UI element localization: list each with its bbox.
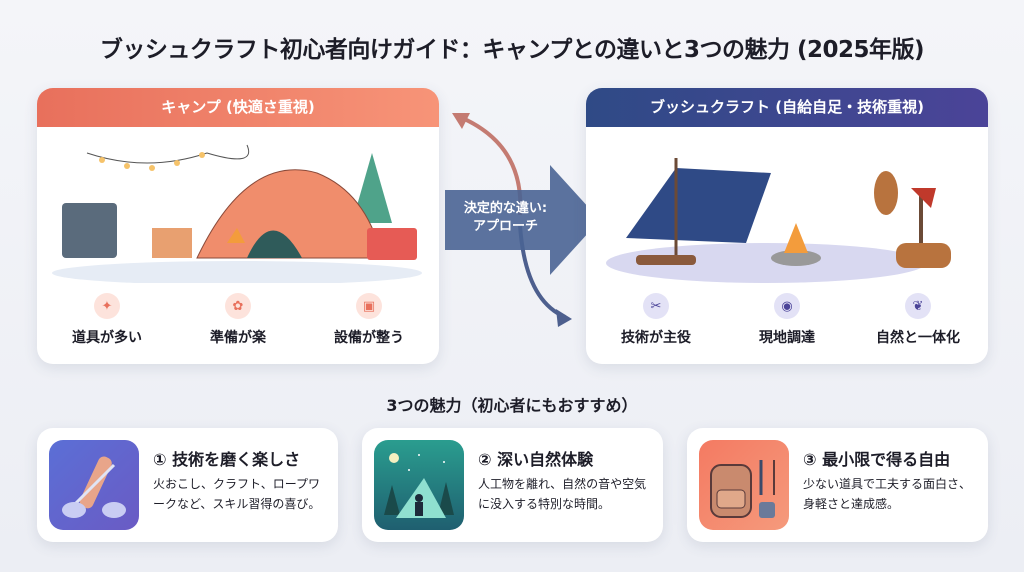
bushcraft-header: ブッシュクラフト (自給自足・技術重視): [586, 88, 988, 127]
section-title: 3つの魅力（初心者にもおすすめ）: [386, 396, 638, 415]
camp-illustration: [52, 144, 422, 283]
difference-arrows: [445, 113, 600, 327]
night-tent-icon: [374, 440, 464, 530]
tools-icon: ✿: [225, 293, 251, 319]
facility-icon: ▣: [356, 293, 382, 319]
whittling-icon: [49, 440, 139, 530]
camp-header: キャンプ (快適さ重視): [37, 88, 439, 127]
bushcraft-feature: ◉現地調達: [722, 293, 852, 347]
bushcraft-feature: ❦自然と一体化: [853, 293, 983, 347]
camp-feature: ✦道具が多い: [42, 293, 172, 347]
bushcraft-card: ブッシュクラフト (自給自足・技術重視) ✂技術が主役 ◉現地調達 ❦自然と一体…: [586, 88, 988, 364]
bushcraft-illustration: [606, 158, 951, 283]
bushcraft-feature: ✂技術が主役: [591, 293, 721, 347]
camp-feature: ▣設備が整う: [304, 293, 434, 347]
page-title: ブッシュクラフト初心者向けガイド：キャンプとの違いと3つの魅力 (2025年版): [99, 37, 925, 63]
appeal-card: ③ 最小限で得る自由 少ない道具で工夫する面白さ、身軽さと達成感。: [687, 428, 988, 542]
camp-card: キャンプ (快適さ重視) ✦道具が多い ✿準備が楽 ▣設備が整う: [37, 88, 439, 364]
location-icon: ◉: [774, 293, 800, 319]
knife-icon: ✂: [643, 293, 669, 319]
difference-label: 決定的な違い:アプローチ: [463, 201, 548, 234]
lantern-icon: ✦: [94, 293, 120, 319]
appeal-card: ① 技術を磨く楽しさ 火おこし、クラフト、ロープワークなど、スキル習得の喜び。: [37, 428, 338, 542]
camp-feature: ✿準備が楽: [173, 293, 303, 347]
appeal-card: ② 深い自然体験 人工物を離れ、自然の音や空気に没入する特別な時間。: [362, 428, 663, 542]
leaf-icon: ❦: [905, 293, 931, 319]
backpack-icon: [699, 440, 789, 530]
